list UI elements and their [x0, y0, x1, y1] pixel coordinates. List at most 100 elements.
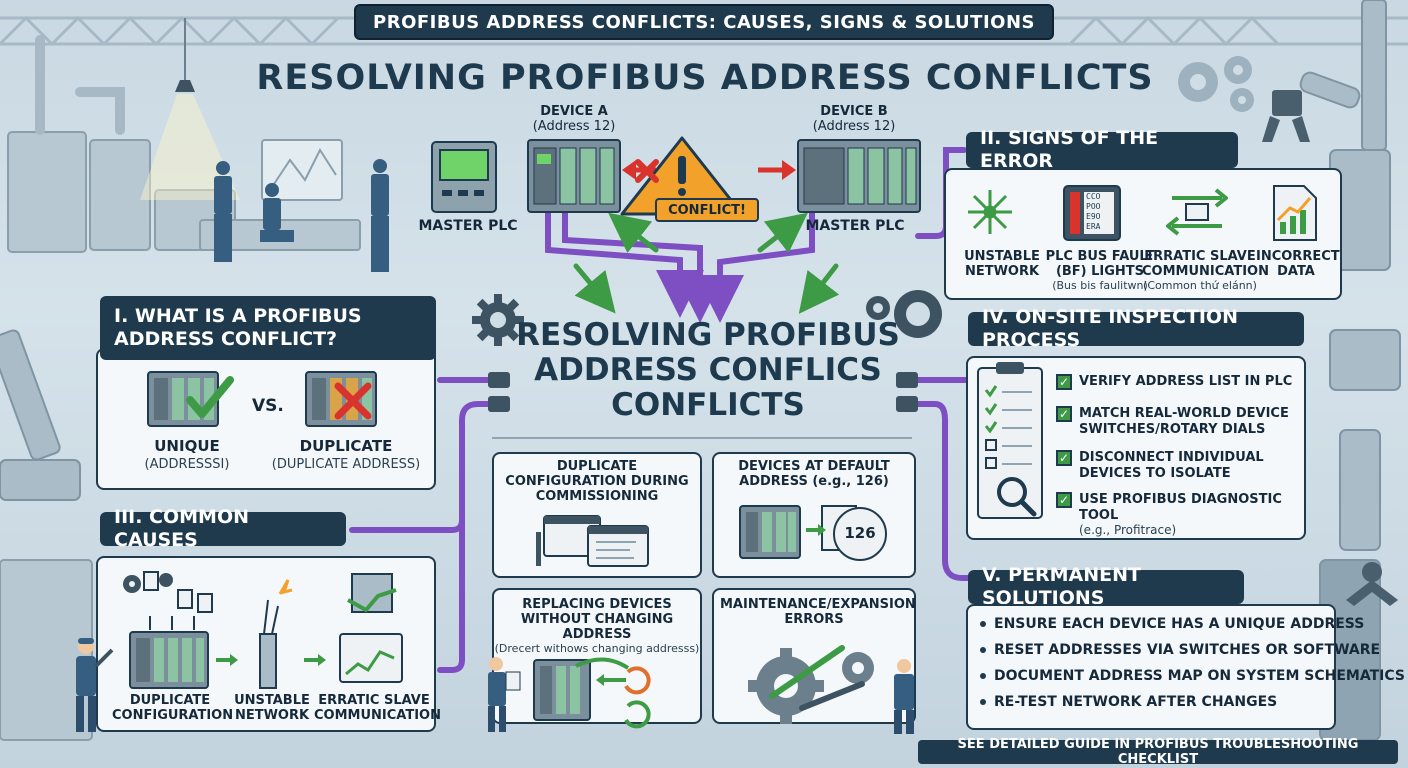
section-5-card: [966, 604, 1336, 730]
cause-label: REPLACING DEVICES WITHOUT CHANGING ADDRE…: [520, 597, 674, 642]
causes-flow-illustration: [123, 571, 403, 689]
default-address-illustration: [739, 505, 887, 561]
device-b-icon: [797, 139, 921, 213]
section-2-header: II. SIGNS OF THE ERROR: [966, 127, 1238, 172]
flow-duplicate-config: DUPLICATE CONFIGURATION: [112, 693, 234, 723]
lamp-text: CCO POO E9O ERA: [1086, 192, 1116, 232]
solution-text: RE-TEST NETWORK AFTER CHANGES: [994, 694, 1278, 710]
bullet: [980, 621, 986, 627]
chart-icon: [1273, 185, 1317, 241]
device-a-address: (Address 12): [532, 119, 616, 134]
section-4-header: IV. ON-SITE INSPECTION PROCESS: [968, 306, 1304, 351]
master-plc-left-label: MASTER PLC: [418, 218, 518, 234]
gear-cluster-icon: [866, 290, 942, 338]
cross-icon: [334, 382, 372, 420]
cause-card-replacing: REPLACING DEVICES WITHOUT CHANGING ADDRE…: [492, 588, 702, 724]
vs-label: VS.: [252, 396, 284, 416]
section-3-header: III. COMMON CAUSES: [100, 506, 346, 551]
rack-icon: [129, 631, 209, 689]
inspection-step-2: ✓ MATCH REAL-WORLD DEVICE SWITCHES/ROTAR…: [1056, 406, 1296, 437]
lamp-line: E9O: [1086, 212, 1101, 221]
cross-icon: [635, 159, 659, 183]
center-title: RESOLVING PROFIBUS ADDRESS CONFLICS CONF…: [516, 317, 900, 424]
sign-erratic-communication: ERRATIC SLAVE COMMUNICATION (Common thứ …: [1142, 249, 1269, 293]
inspection-step-3: ✓ DISCONNECT INDIVIDUAL DEVICES TO ISOLA…: [1056, 450, 1296, 481]
flow-unstable-network: UNSTABLE NETWORK: [234, 693, 310, 723]
sign-label: INCORRECT DATA: [1256, 249, 1340, 279]
duplicate-sub: (DUPLICATE ADDRESS): [271, 457, 421, 473]
maintenance-illustration: [748, 645, 914, 734]
sign-unstable-network: UNSTABLE NETWORK: [946, 249, 1058, 280]
device-a-title: DEVICE A: [540, 104, 608, 119]
step-text: DISCONNECT INDIVIDUAL DEVICES TO ISOLATE: [1079, 450, 1264, 481]
clipboard-icon: [977, 362, 1043, 519]
sign-label: PLC BUS FAULT (BF) LIGHTS: [1045, 249, 1155, 279]
device-a-label: DEVICE A (Address 12): [514, 104, 634, 134]
sign-label: UNSTABLE NETWORK: [964, 249, 1040, 279]
footer-note: SEE DETAILED GUIDE IN PROFIBUS TROUBLESH…: [918, 737, 1398, 767]
device-a-icon: [527, 139, 621, 213]
section-1-header: I. WHAT IS A PROFIBUS ADDRESS CONFLICT?: [100, 296, 436, 360]
banner-title: PROFIBUS ADDRESS CONFLICTS: CAUSES, SIGN…: [354, 4, 1054, 40]
swap-arrows-icon: [624, 666, 651, 729]
unique-label: UNIQUE: [154, 437, 220, 455]
device-b-title: DEVICE B: [820, 104, 888, 119]
step-text: MATCH REAL-WORLD DEVICE SWITCHES/ROTARY …: [1079, 406, 1289, 437]
sign-bus-fault: PLC BUS FAULT (BF) LIGHTS (Bus bis fauli…: [1040, 249, 1160, 293]
sign-sub: (Bus bis faulitwn): [1052, 278, 1148, 292]
check-icon: ✓: [1056, 450, 1072, 466]
duplicate-label: DUPLICATE: [299, 437, 393, 455]
sign-label: ERRATIC SLAVE COMMUNICATION: [1142, 249, 1269, 279]
conflict-badge: CONFLICT!: [655, 198, 759, 222]
solution-item-4: RE-TEST NETWORK AFTER CHANGES: [980, 694, 1277, 710]
check-icon: [186, 376, 234, 418]
config-files-icon: [143, 571, 213, 613]
device-b-address: (Address 12): [812, 119, 896, 134]
broken-cable-icon: [259, 579, 293, 689]
lamp-line: ERA: [1086, 222, 1101, 231]
device-illustrations: [431, 136, 921, 216]
signs-icons: [968, 185, 1317, 241]
unique-group: UNIQUE (ADDRESSSI): [112, 437, 262, 473]
replacing-illustration: [488, 657, 651, 732]
cause-sub: (Drecert withows changing addresss): [494, 641, 700, 655]
unique-sub: (ADDRESSSI): [144, 457, 230, 473]
cause-card-maintenance: MAINTENANCE/EXPANSION ERRORS: [712, 588, 916, 724]
bullet: [980, 647, 986, 653]
address-compare-illustration: [147, 371, 377, 427]
sign-incorrect-data: INCORRECT DATA: [1256, 249, 1340, 280]
trend-monitor-icon: [339, 573, 403, 683]
bullet: [980, 673, 986, 679]
communication-arrows-icon: [1166, 188, 1228, 236]
solution-item-3: DOCUMENT ADDRESS MAP ON SYSTEM SCHEMATIC…: [980, 668, 1405, 684]
check-icon: ✓: [1056, 374, 1072, 390]
inspection-step-4: ✓ USE PROFIBUS DIAGNOSTIC TOOL (e.g., Pr…: [1056, 492, 1300, 537]
inspection-step-1: ✓ VERIFY ADDRESS LIST IN PLC: [1056, 374, 1296, 390]
cause-label: DEVICES AT DEFAULT ADDRESS (e.g., 126): [738, 459, 890, 489]
magnifier-icon: [997, 477, 1037, 517]
cause-label: DUPLICATE CONFIGURATION DURING COMMISSIO…: [505, 459, 689, 504]
master-plc-right-label: MASTER PLC: [805, 218, 905, 234]
lamp-line: CCO: [1086, 192, 1101, 201]
main-title: RESOLVING PROFIBUS ADDRESS CONFLICTS: [256, 58, 1154, 98]
solution-text: RESET ADDRESSES VIA SWITCHES OR SOFTWARE: [994, 642, 1381, 658]
step-text: VERIFY ADDRESS LIST IN PLC: [1079, 374, 1293, 389]
section-5-header: V. PERMANENT SOLUTIONS: [968, 564, 1244, 609]
master-plc-left-icon: [431, 141, 497, 213]
flow-erratic-communication: ERRATIC SLAVE COMMUNICATION: [314, 693, 441, 723]
step-text: USE PROFIBUS DIAGNOSTIC TOOL: [1079, 492, 1282, 523]
default-address-number: 126: [844, 524, 876, 542]
solution-item-2: RESET ADDRESSES VIA SWITCHES OR SOFTWARE: [980, 642, 1380, 658]
sign-sub: (Common thứ elánn): [1143, 278, 1257, 292]
solution-text: ENSURE EACH DEVICE HAS A UNIQUE ADDRESS: [994, 616, 1365, 632]
solution-text: DOCUMENT ADDRESS MAP ON SYSTEM SCHEMATIC…: [994, 668, 1405, 684]
bullet: [980, 699, 986, 705]
cause-label: MAINTENANCE/EXPANSION ERRORS: [720, 597, 916, 627]
technician-icon: [76, 638, 114, 732]
gear-icon: [472, 294, 524, 346]
device-b-label: DEVICE B (Address 12): [794, 104, 914, 134]
solution-item-1: ENSURE EACH DEVICE HAS A UNIQUE ADDRESS: [980, 616, 1364, 632]
network-icon: [968, 190, 1012, 234]
